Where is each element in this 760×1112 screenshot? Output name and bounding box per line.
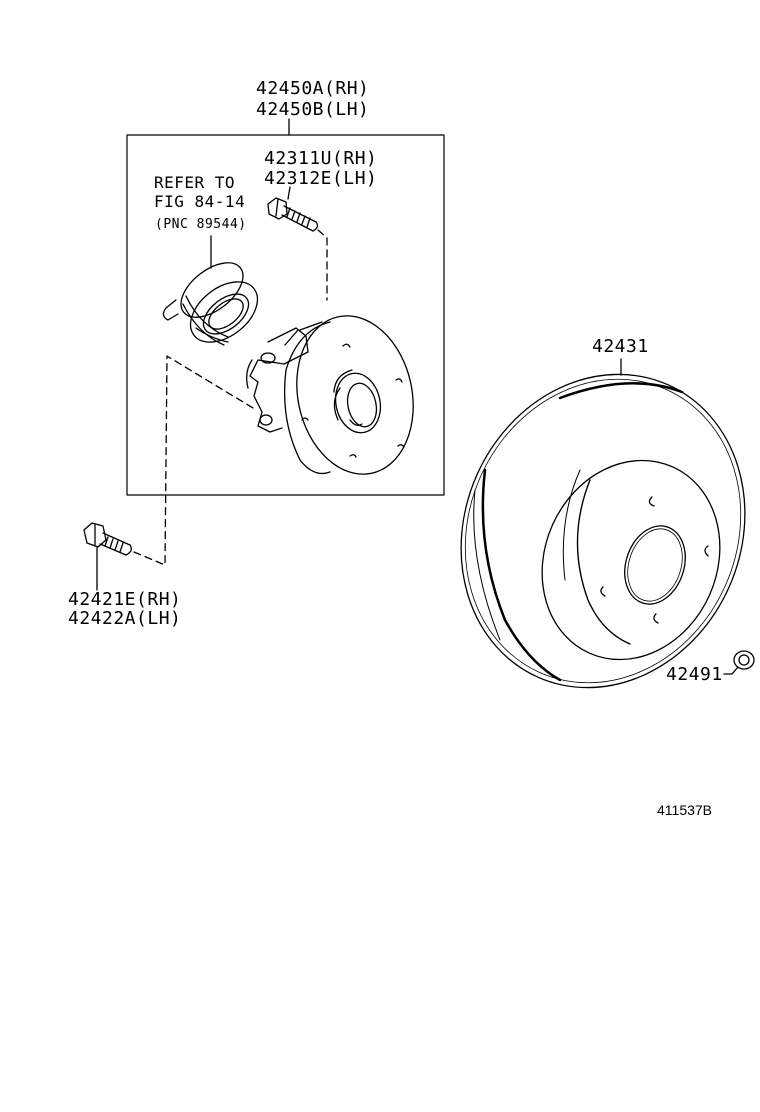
hub-bolt-label-lh: 42312E(LH) — [264, 168, 378, 189]
mount-bolt-label-rh: 42421E(RH) — [68, 589, 182, 610]
hub-assembly-label-rh: 42450A(RH) — [256, 78, 370, 99]
hub-bolt-part — [267, 197, 319, 232]
assembly-frame — [126, 134, 445, 496]
bearing-part — [162, 262, 259, 346]
mount-bolt-label-lh: 42422A(LH) — [68, 608, 182, 629]
hub-assembly-label-lh: 42450B(LH) — [256, 99, 370, 120]
brake-disc-part — [460, 373, 746, 689]
refer-note-line1: REFER TO — [154, 173, 236, 192]
screw-part — [733, 650, 755, 670]
hub-bolt-leader — [287, 186, 291, 200]
screw-label: 42491 — [666, 664, 723, 685]
refer-note-line2: FIG 84-14 — [154, 192, 246, 211]
screw-leader — [723, 666, 739, 675]
hub-flange-part — [246, 315, 414, 475]
mount-bolt-part — [83, 522, 132, 556]
hub-bolt-label-rh: 42311U(RH) — [264, 148, 378, 169]
hub-bolt-dash — [317, 229, 328, 301]
illustration-code: 411537B — [657, 802, 713, 818]
disc-label: 42431 — [592, 336, 649, 357]
mount-bolt-dash — [133, 355, 254, 566]
refer-note-pnc: (PNC 89544) — [155, 217, 247, 232]
